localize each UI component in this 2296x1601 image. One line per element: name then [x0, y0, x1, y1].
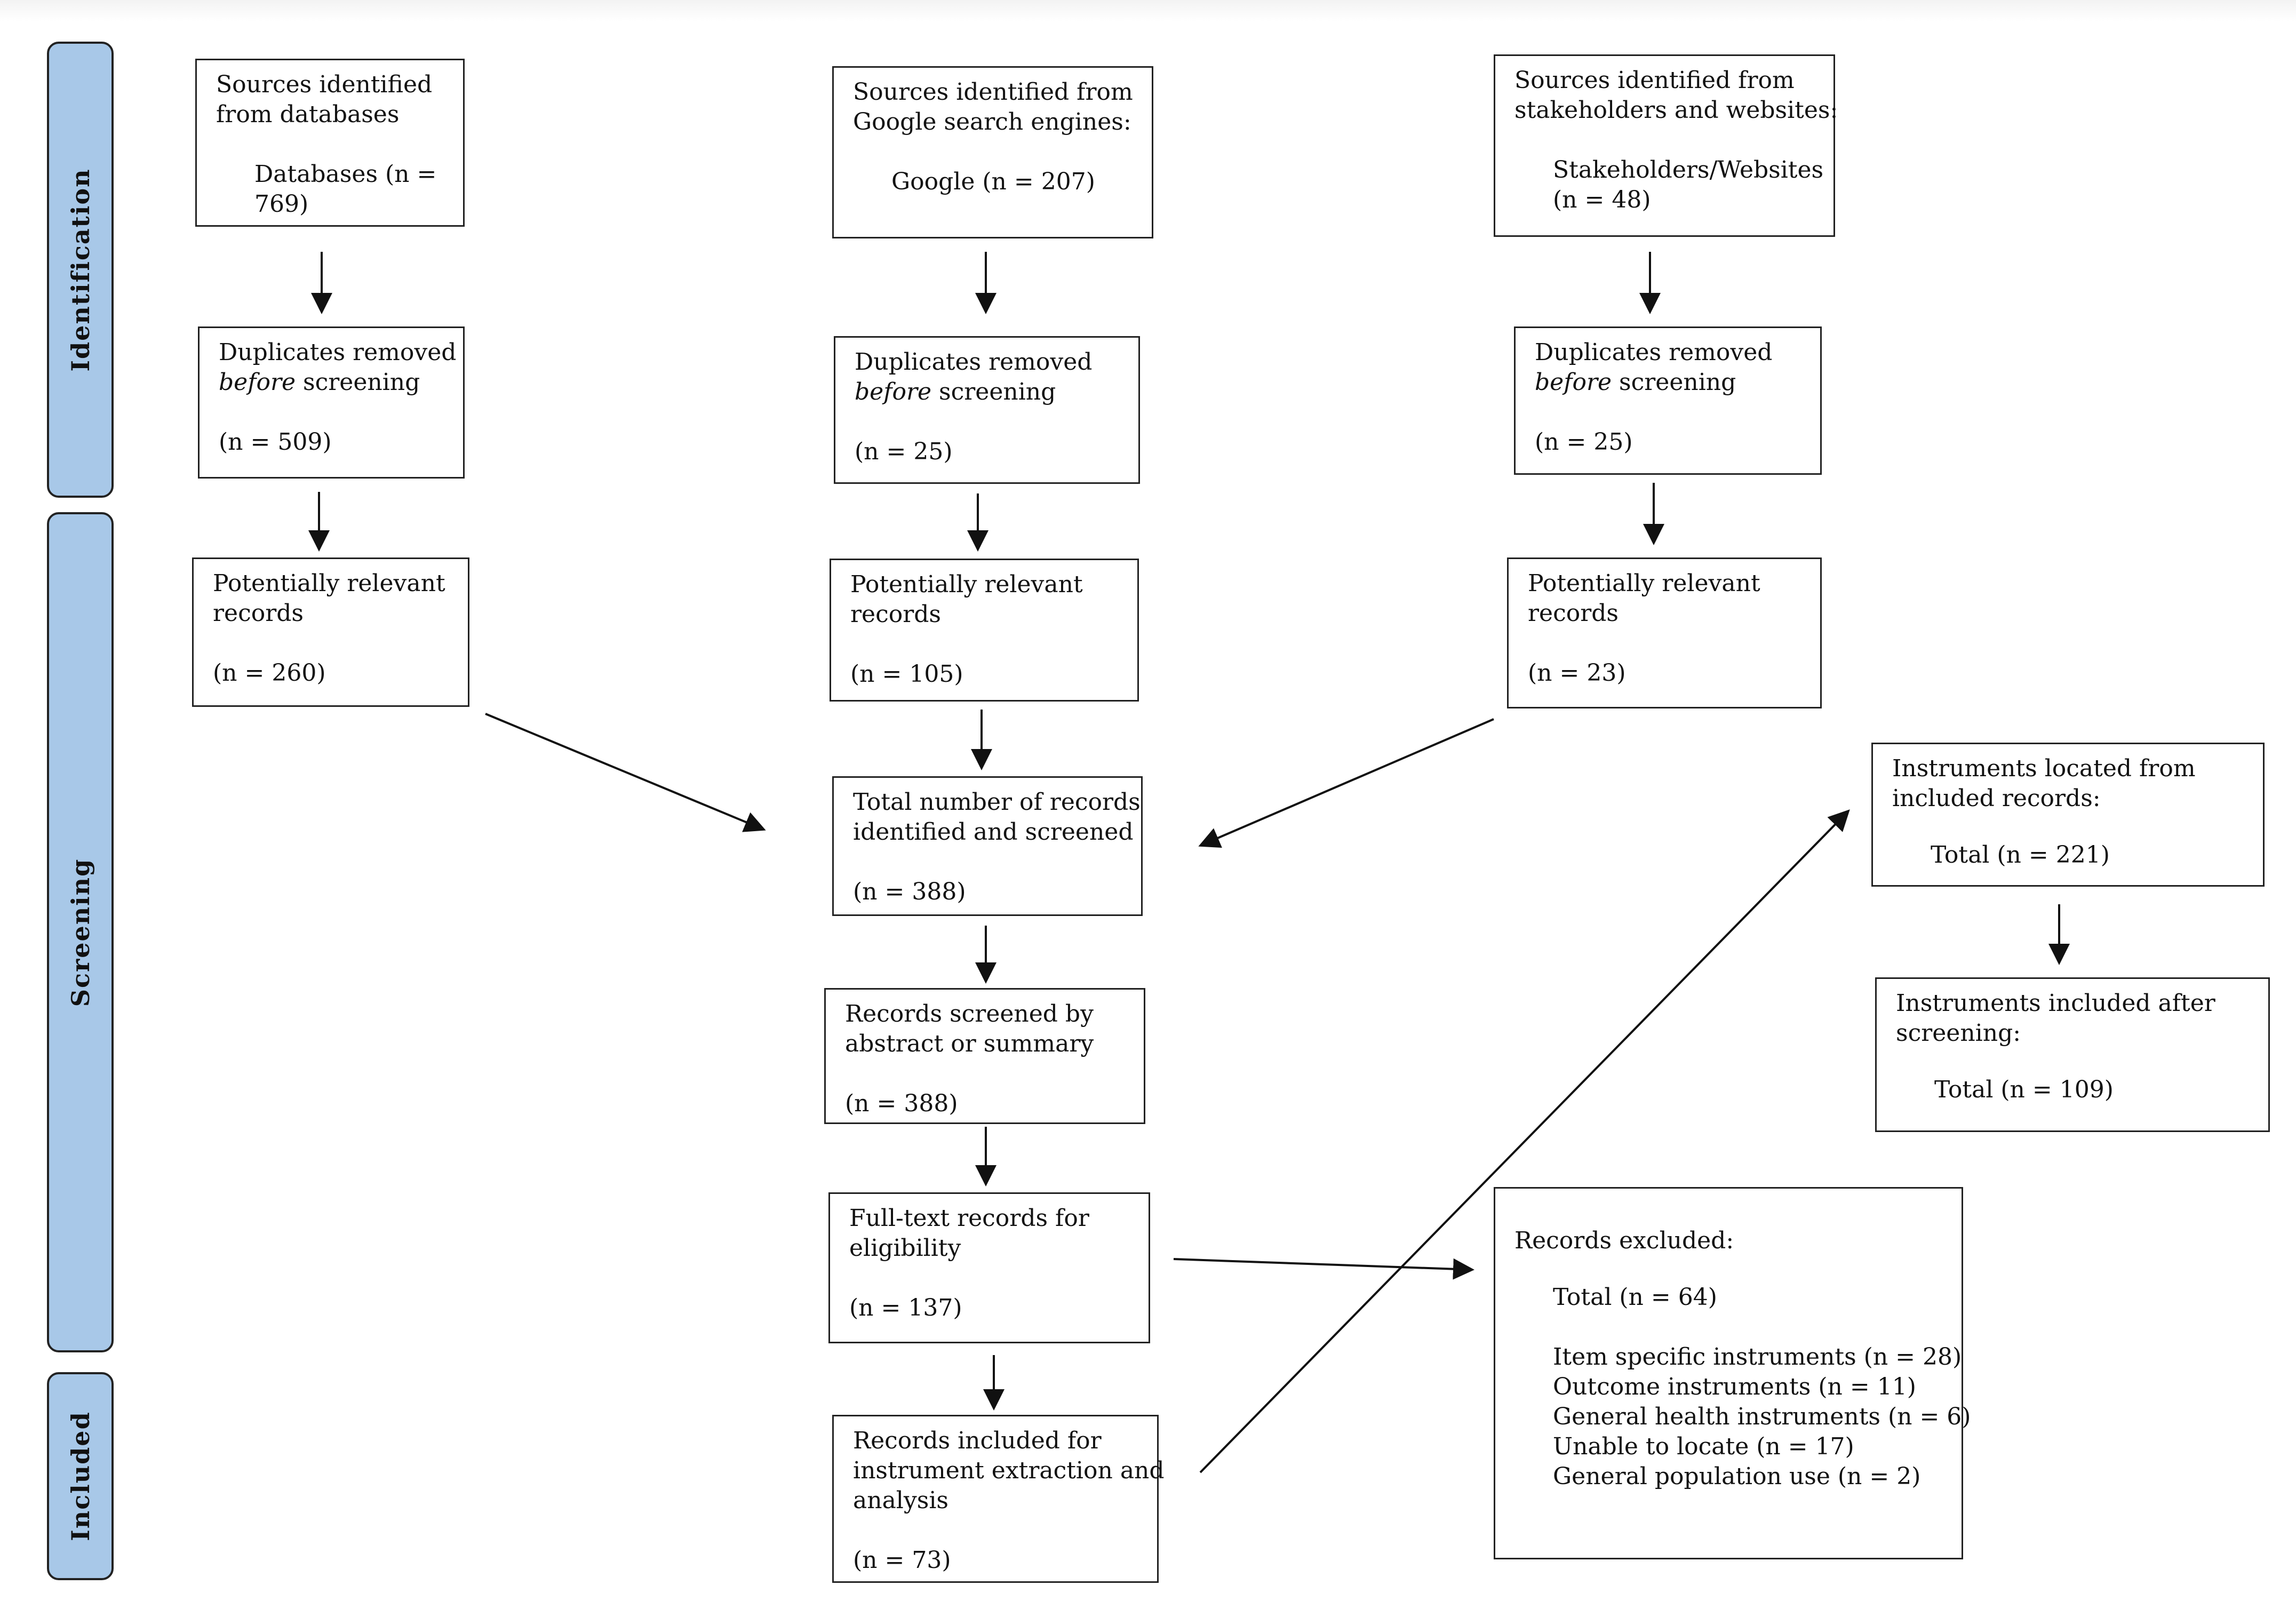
box-text: Duplicates removed: [1535, 339, 1773, 366]
box-text: screening: [296, 369, 420, 396]
box-text: before screening: [1535, 368, 1809, 397]
box-text: records: [213, 600, 304, 627]
duplicates-stakeholders-box: Duplicates removed before screening (n =…: [1514, 326, 1822, 475]
italic-text: before: [219, 369, 296, 396]
box-text: abstract or summary: [845, 1030, 1094, 1057]
box-text: Duplicates removed: [219, 339, 457, 366]
box-text: Google (n = 207): [891, 168, 1095, 195]
excluded-total: Total (n = 64): [1553, 1284, 1717, 1311]
box-text: Databases (n =: [254, 161, 437, 188]
box-text: Sources identified from: [853, 78, 1133, 106]
box-count: (n = 137): [849, 1294, 962, 1321]
box-text: instrument extraction and: [853, 1457, 1165, 1484]
total-records-box: Total number of records identified and s…: [832, 776, 1143, 916]
box-text: eligibility: [849, 1234, 961, 1262]
italic-text: before: [855, 378, 932, 405]
excluded-reason: General population use (n = 2): [1553, 1463, 1921, 1490]
box-text: included records:: [1892, 785, 2101, 812]
box-text: Total (n = 109): [1934, 1076, 2114, 1103]
box-text: Potentially relevant: [1528, 570, 1760, 597]
instruments-included-box: Instruments included after screening: To…: [1875, 977, 2270, 1132]
arrow-stake-relevant-to-total: [1198, 718, 1494, 848]
box-text: records: [850, 601, 941, 628]
box-text: from databases: [216, 101, 400, 128]
sources-databases-box: Sources identified from databases Databa…: [195, 59, 465, 227]
box-text: Records included for: [853, 1427, 1102, 1454]
box-text: Records screened by: [845, 1000, 1094, 1027]
excluded-title: Records excluded:: [1514, 1227, 1734, 1254]
box-count: (n = 260): [213, 659, 326, 687]
excluded-reason: Unable to locate (n = 17): [1553, 1433, 1854, 1460]
box-text: 769): [254, 190, 309, 218]
box-count: (n = 105): [850, 660, 963, 688]
arrow-fulltext-to-excluded: [1173, 1258, 1474, 1280]
box-text: Instruments included after: [1896, 990, 2215, 1017]
full-text-box: Full-text records for eligibility (n = 1…: [828, 1192, 1150, 1343]
abstract-screened-box: Records screened by abstract or summary …: [824, 988, 1145, 1124]
arrow-db-relevant-to-total: [485, 713, 766, 832]
box-text: screening: [931, 378, 1056, 405]
box-count: (n = 388): [853, 878, 966, 905]
box-count: (n = 25): [855, 438, 953, 465]
relevant-google-box: Potentially relevant records (n = 105): [830, 559, 1139, 702]
box-count: (n = 73): [853, 1547, 951, 1574]
box-text: Potentially relevant: [850, 571, 1083, 598]
arrow-included-to-instruments: [1199, 809, 1850, 1473]
box-text: Duplicates removed: [855, 348, 1093, 376]
records-excluded-box: Records excluded: Total (n = 64) Item sp…: [1494, 1187, 1971, 1559]
box-count: (n = 388): [845, 1090, 958, 1117]
box-text: records: [1528, 600, 1619, 627]
duplicates-databases-box: Duplicates removed before screening (n =…: [198, 326, 465, 479]
page-top-shade: [0, 0, 2296, 21]
italic-text: before: [1535, 369, 1612, 396]
box-count: (n = 509): [219, 428, 332, 456]
excluded-reason: Item specific instruments (n = 28): [1553, 1343, 1962, 1371]
phase-bar-identification: Identification: [47, 42, 114, 498]
instruments-located-box: Instruments located from included record…: [1871, 743, 2265, 887]
duplicates-google-box: Duplicates removed before screening (n =…: [834, 336, 1140, 484]
box-text: Instruments located from: [1892, 755, 2196, 782]
box-text: Sources identified: [216, 71, 433, 98]
box-count: (n = 25): [1535, 428, 1633, 456]
records-included-box: Records included for instrument extracti…: [832, 1415, 1165, 1583]
box-text: screening: [1612, 369, 1736, 396]
box-text: Total (n = 221): [1931, 841, 2110, 869]
phase-bar-screening: Screening: [47, 512, 114, 1352]
box-text: Potentially relevant: [213, 570, 445, 597]
box-text: Total number of records: [853, 788, 1141, 816]
relevant-databases-box: Potentially relevant records (n = 260): [192, 557, 469, 707]
box-text: Stakeholders/Websites: [1553, 156, 1824, 184]
box-text: before screening: [219, 368, 452, 397]
box-count: (n = 23): [1528, 659, 1626, 687]
box-text: identified and screened: [853, 818, 1134, 846]
phase-bar-included: Included: [47, 1372, 114, 1580]
box-text: Full-text records for: [849, 1205, 1089, 1232]
box-text: Google search engines:: [853, 108, 1131, 136]
box-text: before screening: [855, 377, 1128, 407]
box-text: Sources identified from: [1514, 67, 1795, 94]
excluded-reason: Outcome instruments (n = 11): [1553, 1373, 1916, 1400]
box-text: analysis: [853, 1487, 948, 1514]
sources-google-box: Sources identified from Google search en…: [832, 66, 1153, 238]
box-text: stakeholders and websites:: [1514, 97, 1838, 124]
box-text: (n = 48): [1553, 186, 1651, 213]
relevant-stakeholders-box: Potentially relevant records (n = 23): [1507, 557, 1822, 708]
sources-stakeholders-box: Sources identified from stakeholders and…: [1494, 54, 1838, 237]
box-text: screening:: [1896, 1019, 2021, 1047]
excluded-reason: General health instruments (n = 6): [1553, 1403, 1971, 1430]
